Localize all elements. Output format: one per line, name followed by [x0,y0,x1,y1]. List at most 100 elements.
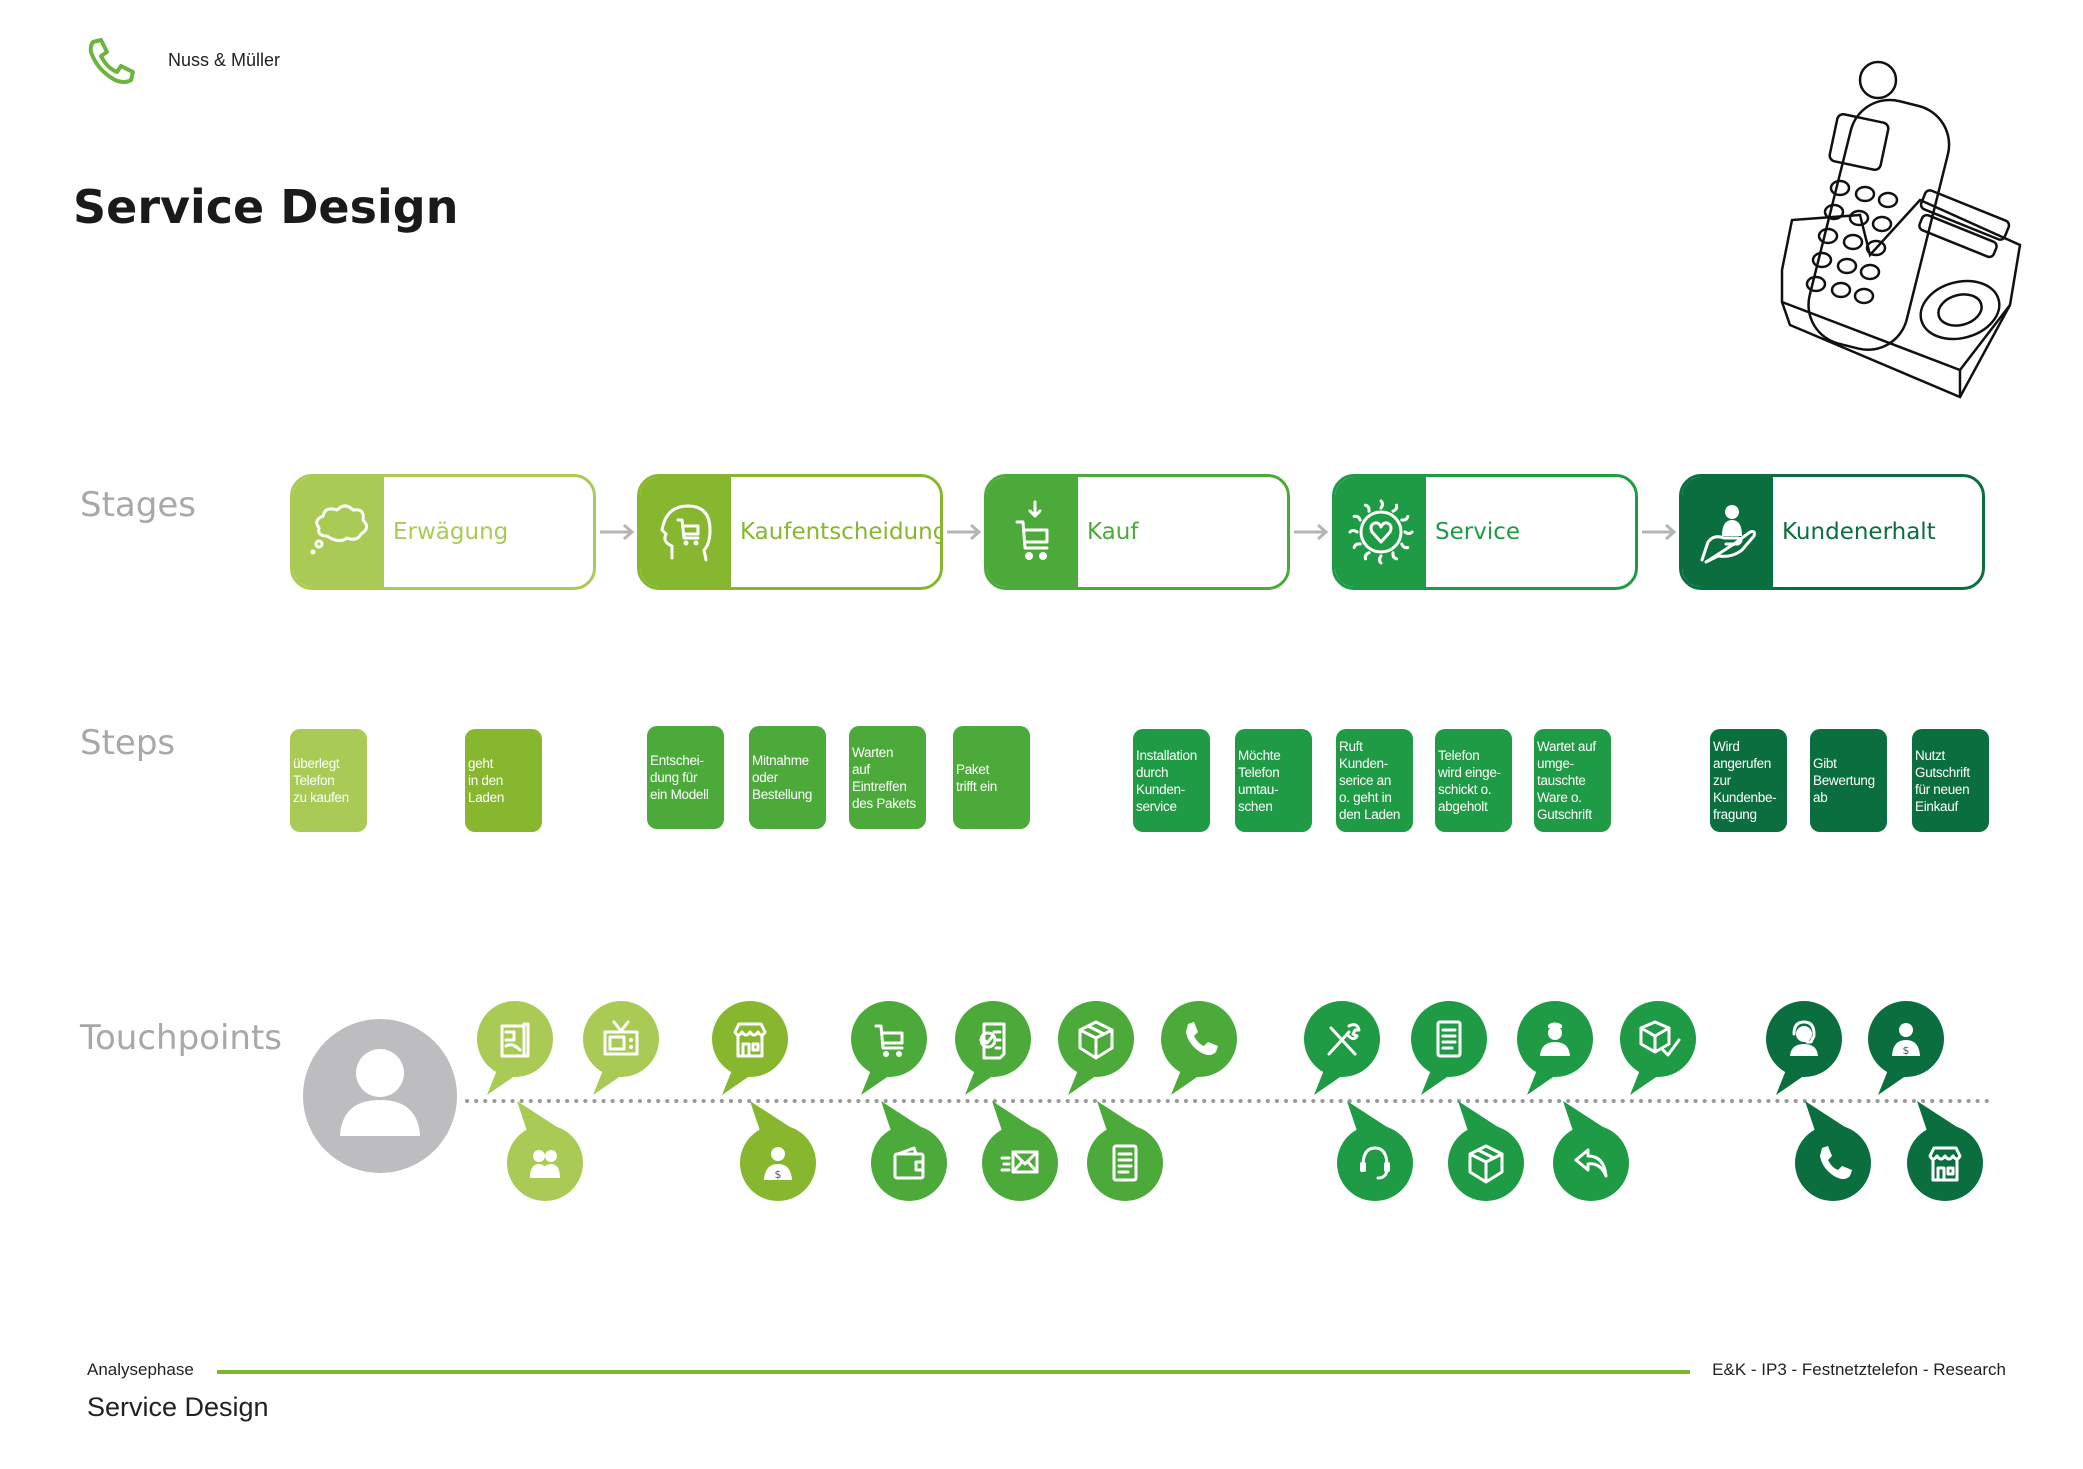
stage-2: Kaufentscheidung [637,474,943,590]
headset-icon [1360,1146,1390,1180]
hand-person-icon [1700,505,1756,564]
step-card: geht in den Laden [465,729,542,832]
step-text: Nutzt Gutschrift für neuen Einkauf [1915,747,1970,814]
step-text: Installation durch Kunden- service [1136,747,1197,814]
step-card: Mitnahme oder Bestellung [749,726,826,829]
timeline-dotted-line [465,1099,1993,1103]
step-text: Wird angerufen zur Kundenbe- fragung [1713,739,1777,822]
stage-label: Erwägung [393,519,509,545]
step-text: Ruft Kunden- serice an o. geht in den La… [1339,739,1401,822]
salesperson-icon: $ [764,1147,792,1181]
step-card: Wird angerufen zur Kundenbe- fragung [1710,729,1787,832]
technician-icon [1540,1022,1570,1056]
step-text: geht in den Laden [468,756,505,805]
email-fast-icon [1000,1150,1039,1174]
stage-icon-box [1682,477,1773,587]
stage-icon-box [1335,477,1426,587]
page-title: Service Design [73,180,459,234]
touchpoint-bottom-8 [1553,1101,1629,1201]
step-text: Telefon wird einge- schickt o. abgeholt [1438,747,1501,814]
step-card: Warten auf Eintreffen des Pakets [849,726,926,829]
gear-heart-icon [1348,499,1413,565]
row-label-steps: Steps [80,723,176,763]
touchpoint-top-6 [1058,1001,1134,1095]
step-card: Ruft Kunden- serice an o. geht in den La… [1336,729,1413,832]
step-card: Möchte Telefon umtau- schen [1235,729,1312,832]
stage-5: Kundenerhalt [1679,474,1985,590]
person-money-icon: $ [1892,1023,1920,1057]
stage-1: Erwägung [290,474,596,590]
persona-avatar [303,1019,457,1173]
user-avatar-icon [356,1049,404,1097]
touchpoint-bottom-3 [871,1101,947,1201]
package-icon [1078,1020,1114,1060]
touchpoint-top-2 [583,1001,659,1095]
checklist-icon [979,1022,1006,1060]
step-card: überlegt Telefon zu kaufen [290,729,367,832]
store-icon [1928,1146,1962,1182]
return-arrow-icon [1574,1148,1608,1178]
touchpoint-bottom-9 [1795,1101,1871,1201]
touchpoint-top-10 [1517,1001,1593,1095]
touchpoint-bottom-4 [982,1101,1058,1201]
row-label-touchpoints: Touchpoints [80,1018,283,1058]
document-icon [1436,1020,1462,1058]
stage-icon-box [987,477,1078,587]
footer-project: E&K - IP3 - Festnetztelefon - Research [1712,1360,2006,1379]
step-text: Wartet auf umge- tauschte Ware o. Gutsch… [1537,739,1596,822]
brand-name: Nuss & Müller [168,50,281,70]
touchpoint-bottom-5 [1087,1101,1163,1201]
row-label-stages: Stages [80,485,196,525]
touchpoint-bottom-1 [507,1101,583,1201]
package-check-icon [1639,1020,1681,1057]
step-card: Telefon wird einge- schickt o. abgeholt [1435,729,1512,832]
arrow-right-icon [1294,523,1329,541]
cordless-phone-illustration [1780,60,2022,399]
svg-text:$: $ [775,1168,782,1181]
cart-icon [874,1024,904,1057]
stage-label: Kaufentscheidung [740,519,943,545]
step-card: Nutzt Gutschrift für neuen Einkauf [1912,729,1989,832]
step-text: Gibt Bewertung ab [1813,756,1875,805]
tools-icon [1327,1023,1361,1056]
document-icon [1112,1144,1138,1182]
touchpoint-bottom-7 [1448,1101,1524,1201]
touchpoint-top-8 [1304,1001,1380,1095]
touchpoint-bottom-6 [1337,1101,1413,1201]
touchpoint-top-5 [955,1001,1031,1095]
touchpoint-bottom-2: $ [740,1101,816,1201]
step-text: überlegt Telefon zu kaufen [293,756,349,805]
stage-label: Kauf [1087,519,1139,545]
step-card: Installation durch Kunden- service [1133,729,1210,832]
step-text: Mitnahme oder Bestellung [752,753,813,802]
step-text: Entschei- dung für ein Modell [650,753,709,802]
step-card: Entschei- dung für ein Modell [647,726,724,829]
touchpoint-bottom-10 [1907,1101,1983,1201]
touchpoint-top-4 [851,1001,927,1095]
touchpoint-top-1 [477,1001,553,1095]
footer-divider [217,1370,1690,1374]
step-text: Warten auf Eintreffen des Pakets [852,744,916,811]
thought-cloud-icon [310,504,368,555]
stage-3: Kauf [984,474,1290,590]
touchpoint-top-13: $ [1868,1001,1944,1095]
store-icon [733,1022,767,1058]
head-cart-icon [660,504,711,562]
step-card: Paket trifft ein [953,726,1030,829]
stage-icon-box [293,477,384,587]
package-icon [1468,1144,1504,1184]
phone-handset-icon [88,38,135,84]
touchpoint-top-9 [1411,1001,1487,1095]
touchpoint-top-7 [1161,1001,1237,1095]
stage-label: Service [1435,519,1521,545]
wallet-icon [893,1146,925,1180]
stage-icon-box [640,477,731,587]
support-agent-icon [1790,1020,1818,1056]
touchpoint-top-11 [1620,1001,1696,1095]
cart-arrow-icon [1015,500,1048,560]
step-card: Wartet auf umge- tauschte Ware o. Gutsch… [1534,729,1611,832]
step-text: Paket trifft ein [956,761,998,794]
touchpoint-top-3 [712,1001,788,1095]
touchpoint-top-12 [1766,1001,1842,1095]
footer-phase: Analysephase [87,1360,194,1379]
